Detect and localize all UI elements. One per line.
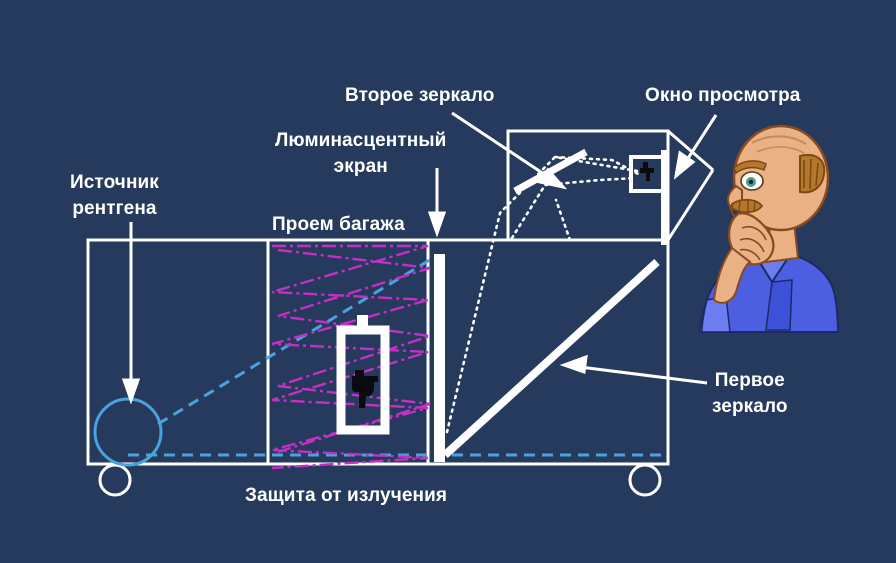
leader-viewing-window <box>673 114 718 180</box>
xray-source-circle <box>93 397 163 467</box>
leader-second-mirror <box>451 111 568 190</box>
scatter-radiation-paths <box>271 244 431 470</box>
suitcase-body <box>336 325 390 435</box>
machine-wheels <box>98 463 662 497</box>
wheel-right <box>628 463 662 497</box>
label-xray-source-line1: Источник <box>70 172 159 193</box>
label-baggage-opening: Проем багажа <box>272 214 405 235</box>
xray-beam-paths <box>128 256 668 457</box>
viewing-window-glass <box>661 150 668 245</box>
label-fluorescent-screen-line1: Люминасцентный <box>275 130 447 151</box>
label-fluorescent-screen: Люминасцентный экран <box>275 128 446 180</box>
label-viewing-window: Окно просмотра <box>645 85 801 106</box>
light-ray-paths <box>445 155 642 434</box>
leader-first-mirror <box>559 354 708 385</box>
leader-baggage-opening <box>427 168 447 238</box>
leader-lines <box>121 111 718 405</box>
gun-silhouette <box>352 370 378 408</box>
label-radiation-shield: Защита от излучения <box>245 485 448 506</box>
suitcase-with-gun <box>336 315 390 435</box>
label-second-mirror: Второе зеркало <box>345 85 495 106</box>
label-first-mirror: Первое зеркало <box>712 368 788 420</box>
label-xray-source-line2: рентгена <box>72 198 157 219</box>
suitcase-handle <box>357 315 368 333</box>
wheel-left <box>98 463 132 497</box>
label-first-mirror-line1: Первое <box>714 370 785 391</box>
label-first-mirror-line2: зеркало <box>712 396 788 417</box>
label-fluorescent-screen-line2: экран <box>333 156 388 177</box>
fluorescent-screen-bar <box>434 254 445 462</box>
monitor-gun-image <box>629 155 667 193</box>
first-mirror <box>442 259 660 458</box>
cartoon-operator <box>698 124 840 333</box>
label-xray-source: Источник рентгена <box>70 170 159 222</box>
leader-source <box>121 222 141 405</box>
